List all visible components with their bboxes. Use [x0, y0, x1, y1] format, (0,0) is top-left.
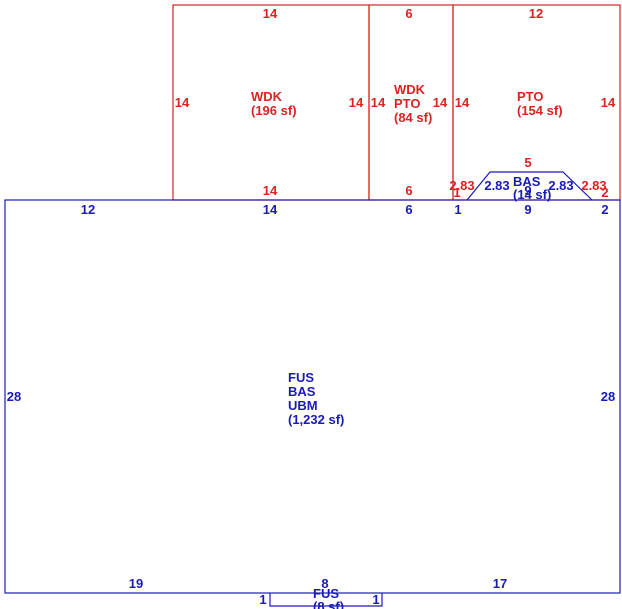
main-dim-left: 28: [7, 389, 21, 404]
main-dim-right: 28: [601, 389, 615, 404]
main-dim-top-wdkpto: 6: [405, 202, 412, 217]
wdk-pto-dim-bottom: 6: [405, 183, 412, 198]
main-dim-top-left: 12: [81, 202, 95, 217]
pto-dim-right: 14: [601, 95, 616, 110]
bas-small-dim-1-red: 1: [453, 185, 460, 200]
main-dim-bottom-mid: 8: [321, 576, 328, 591]
bas-small-area: (14 sf): [513, 187, 551, 202]
wdk-dim-right: 14: [349, 95, 364, 110]
bas-small-dim-left-blue: 2.83: [484, 178, 509, 193]
main-dim-bottom-left: 19: [129, 576, 143, 591]
bas-small-dim-left-red: 2.83: [449, 178, 474, 193]
bas-small-dim-bottom: 9: [524, 183, 531, 198]
main-dim-top-2: 2: [601, 202, 608, 217]
wdk-pto-area: (84 sf): [394, 110, 432, 125]
main-dim-top-1: 1: [454, 202, 461, 217]
main-name-3: UBM: [288, 398, 318, 413]
fus-small-name: FUS: [313, 586, 339, 601]
wdk-pto-dim-left: 14: [371, 95, 386, 110]
bas-small-outline: [466, 171, 593, 201]
main-dim-bottom-right: 17: [493, 576, 507, 591]
fus-small-dim-right: 1: [372, 592, 379, 607]
fus-small-dim-left: 1: [259, 592, 266, 607]
pto-dim-left: 14: [455, 95, 470, 110]
wdk-pto-name-1: WDK: [394, 82, 426, 97]
main-name-1: FUS: [288, 370, 314, 385]
wdk-area: (196 sf): [251, 103, 297, 118]
main-dim-top-wdk: 14: [263, 202, 278, 217]
bas-small-dim-top: 5: [524, 155, 531, 170]
pto-name: PTO: [517, 89, 544, 104]
fus-small-outline: [269, 593, 383, 607]
bas-small-name: BAS: [513, 174, 541, 189]
pto-area: (154 sf): [517, 103, 563, 118]
pto-dim-top: 12: [529, 6, 543, 21]
wdk-pto-dim-top: 6: [405, 6, 412, 21]
wdk-pto-dim-right: 14: [433, 95, 448, 110]
main-area: (1,232 sf): [288, 412, 344, 427]
main-name-2: BAS: [288, 384, 316, 399]
wdk-name: WDK: [251, 89, 283, 104]
wdk-dim-left: 14: [175, 95, 190, 110]
bas-small-dim-2-red: 2: [601, 185, 608, 200]
wdk-pto-name-2: PTO: [394, 96, 421, 111]
wdk-dim-top: 14: [263, 6, 278, 21]
fus-small-area: (8 sf): [313, 599, 344, 609]
main-dim-top-9: 9: [524, 202, 531, 217]
main-outline: [4, 199, 621, 594]
bas-small-dim-right-blue: 2.83: [548, 178, 573, 193]
bas-small-dim-right-red: 2.83: [581, 178, 606, 193]
wdk-dim-bottom: 14: [263, 183, 278, 198]
